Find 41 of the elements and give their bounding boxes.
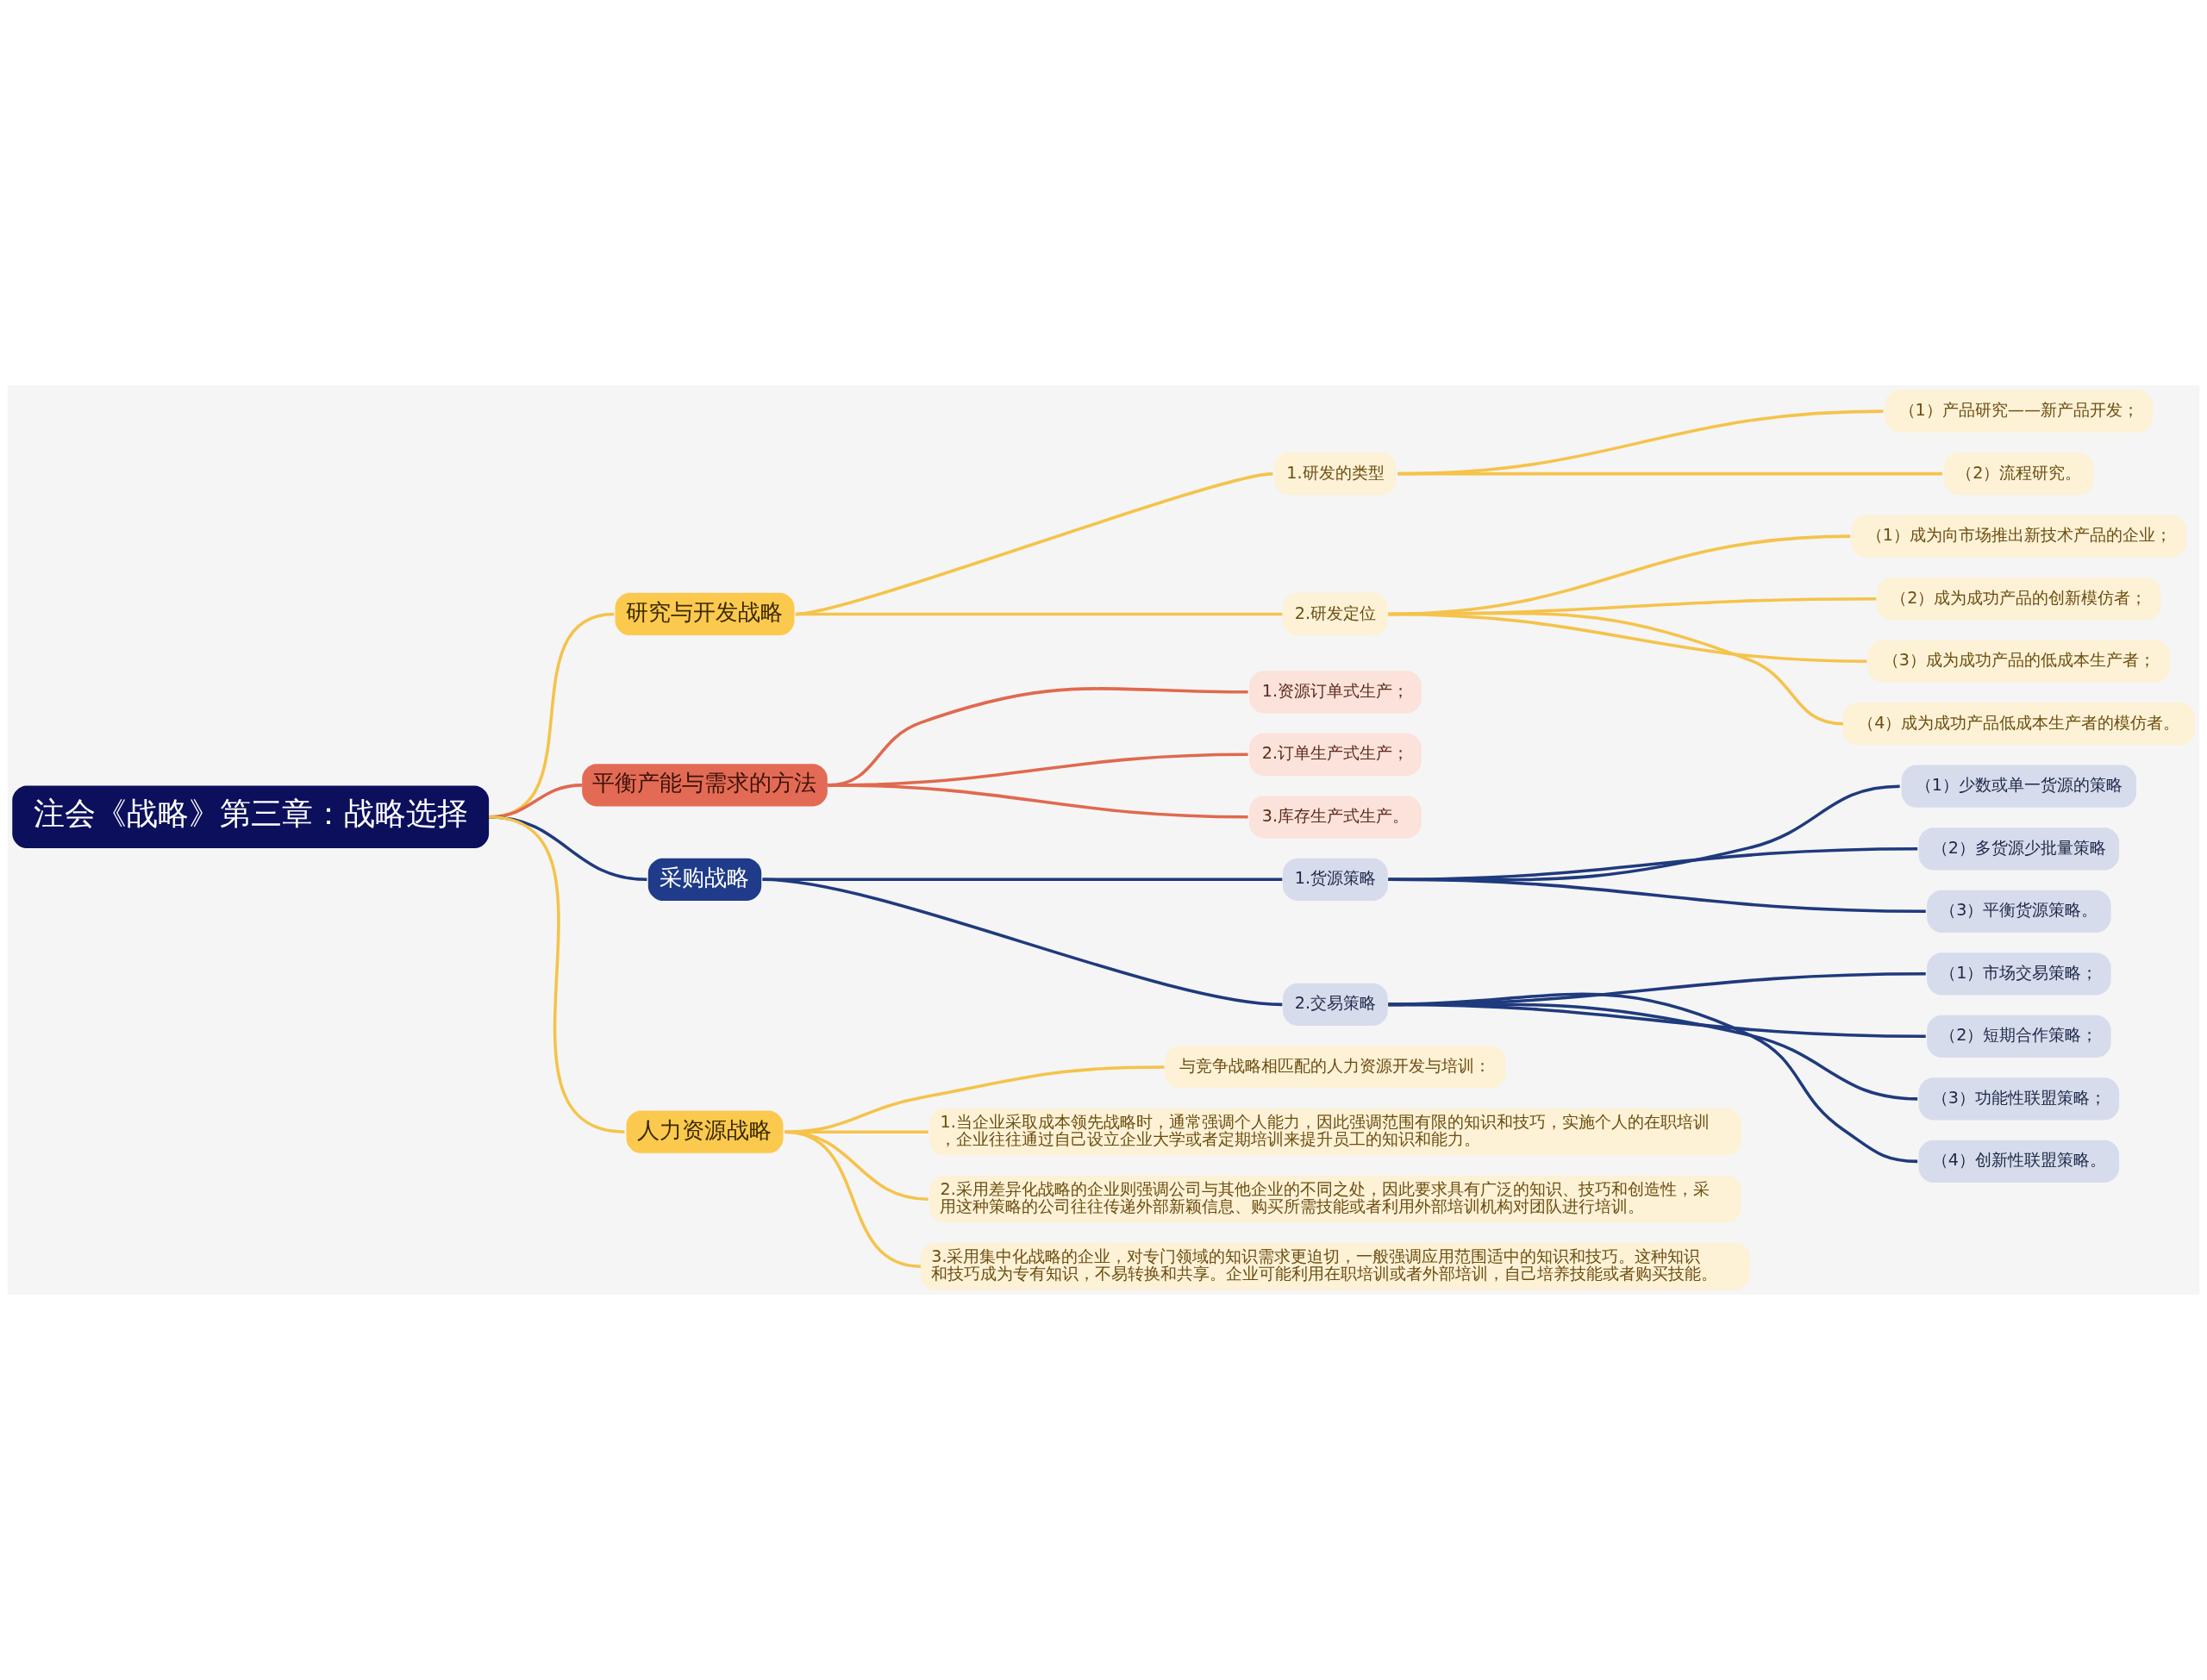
node-box: 采购战略 [647,858,762,901]
node-box: 1.货源策略 [1283,858,1388,901]
connector [1388,877,1926,914]
node-box: （2）成为成功产品的创新模仿者； [1876,578,2161,621]
node-box: （2）流程研究。 [1943,453,2094,496]
node-box: 研究与开发战略 [615,592,795,636]
node-box: 1.研发的类型 [1274,453,1397,496]
node-box: （1）产品研究——新产品开发； [1885,390,2154,433]
node-box: （1）成为向市场推出新技术产品的企业； [1851,515,2187,558]
node-box: 2.研发定位 [1283,592,1388,636]
node-box: 2.订单生产式生产； [1249,733,1422,776]
connector [762,877,1283,1007]
node-box: （3）平衡货源策略。 [1927,890,2111,933]
node-box: （2）短期合作策略； [1927,1015,2111,1058]
connector [1388,611,1844,726]
connector [795,612,1283,616]
node-box: 3.库存生产式生产。 [1249,796,1422,839]
node-box: 与竞争战略相匹配的人力资源开发与培训： [1165,1046,1506,1089]
connector [1388,992,1918,1164]
connector [488,815,625,1134]
node-box: 注会《战略》第三章：战略选择 [12,785,490,849]
node-box: 1.当企业采取成本领先战略时，通常强调个人能力，因此强调范围有限的知识和技巧，实施个人的在职培训，企业往往通过自己设立企业大学或者定期培训来提升员工的知识和能力。 [929,1108,1741,1156]
connector [827,784,1248,819]
connector [1397,472,1942,476]
connector [785,1130,922,1268]
node-box: （4）创新性联盟策略。 [1918,1140,2120,1183]
node-box: 平衡产能与需求的方法 [582,764,828,807]
node-box: （3）成为成功产品的低成本生产者； [1867,640,2170,683]
node-box: 2.交易策略 [1283,983,1388,1026]
node-box: 2.采用差异化战略的企业则强调公司与其他企业的不同之处，因此要求具有广泛的知识、技巧和创造性，采用这种策略的公司往往传递外部新颖信息、购买所需技能或者利用外部培训机构对团队进行培训。 [929,1175,1741,1223]
connector [785,1130,928,1134]
node-box: （3）功能性联盟策略； [1918,1077,2120,1121]
node-box: （1）市场交易策略； [1927,952,2111,996]
connector [785,1130,928,1201]
node-box: 3.采用集中化战略的企业，对专门领域的知识需求更迫切，一般强调应用范围适中的知识和技巧。这种知识和技巧成为专有知识，不易转换和共享。企业可能利用在职培训或者外部培训，自己培养技能或者购买技能。 [920,1242,1750,1290]
node-box: （1）少数或单一货源的策略 [1901,765,2136,808]
node-box: （2）多货源少批量策略 [1918,828,2120,871]
node-box: （4）成为成功产品低成本生产者的模仿者。 [1842,703,2195,746]
connector [785,1065,1165,1134]
node-box: 人力资源战略 [626,1110,784,1153]
node-box: 1.资源订单式生产； [1249,671,1422,714]
